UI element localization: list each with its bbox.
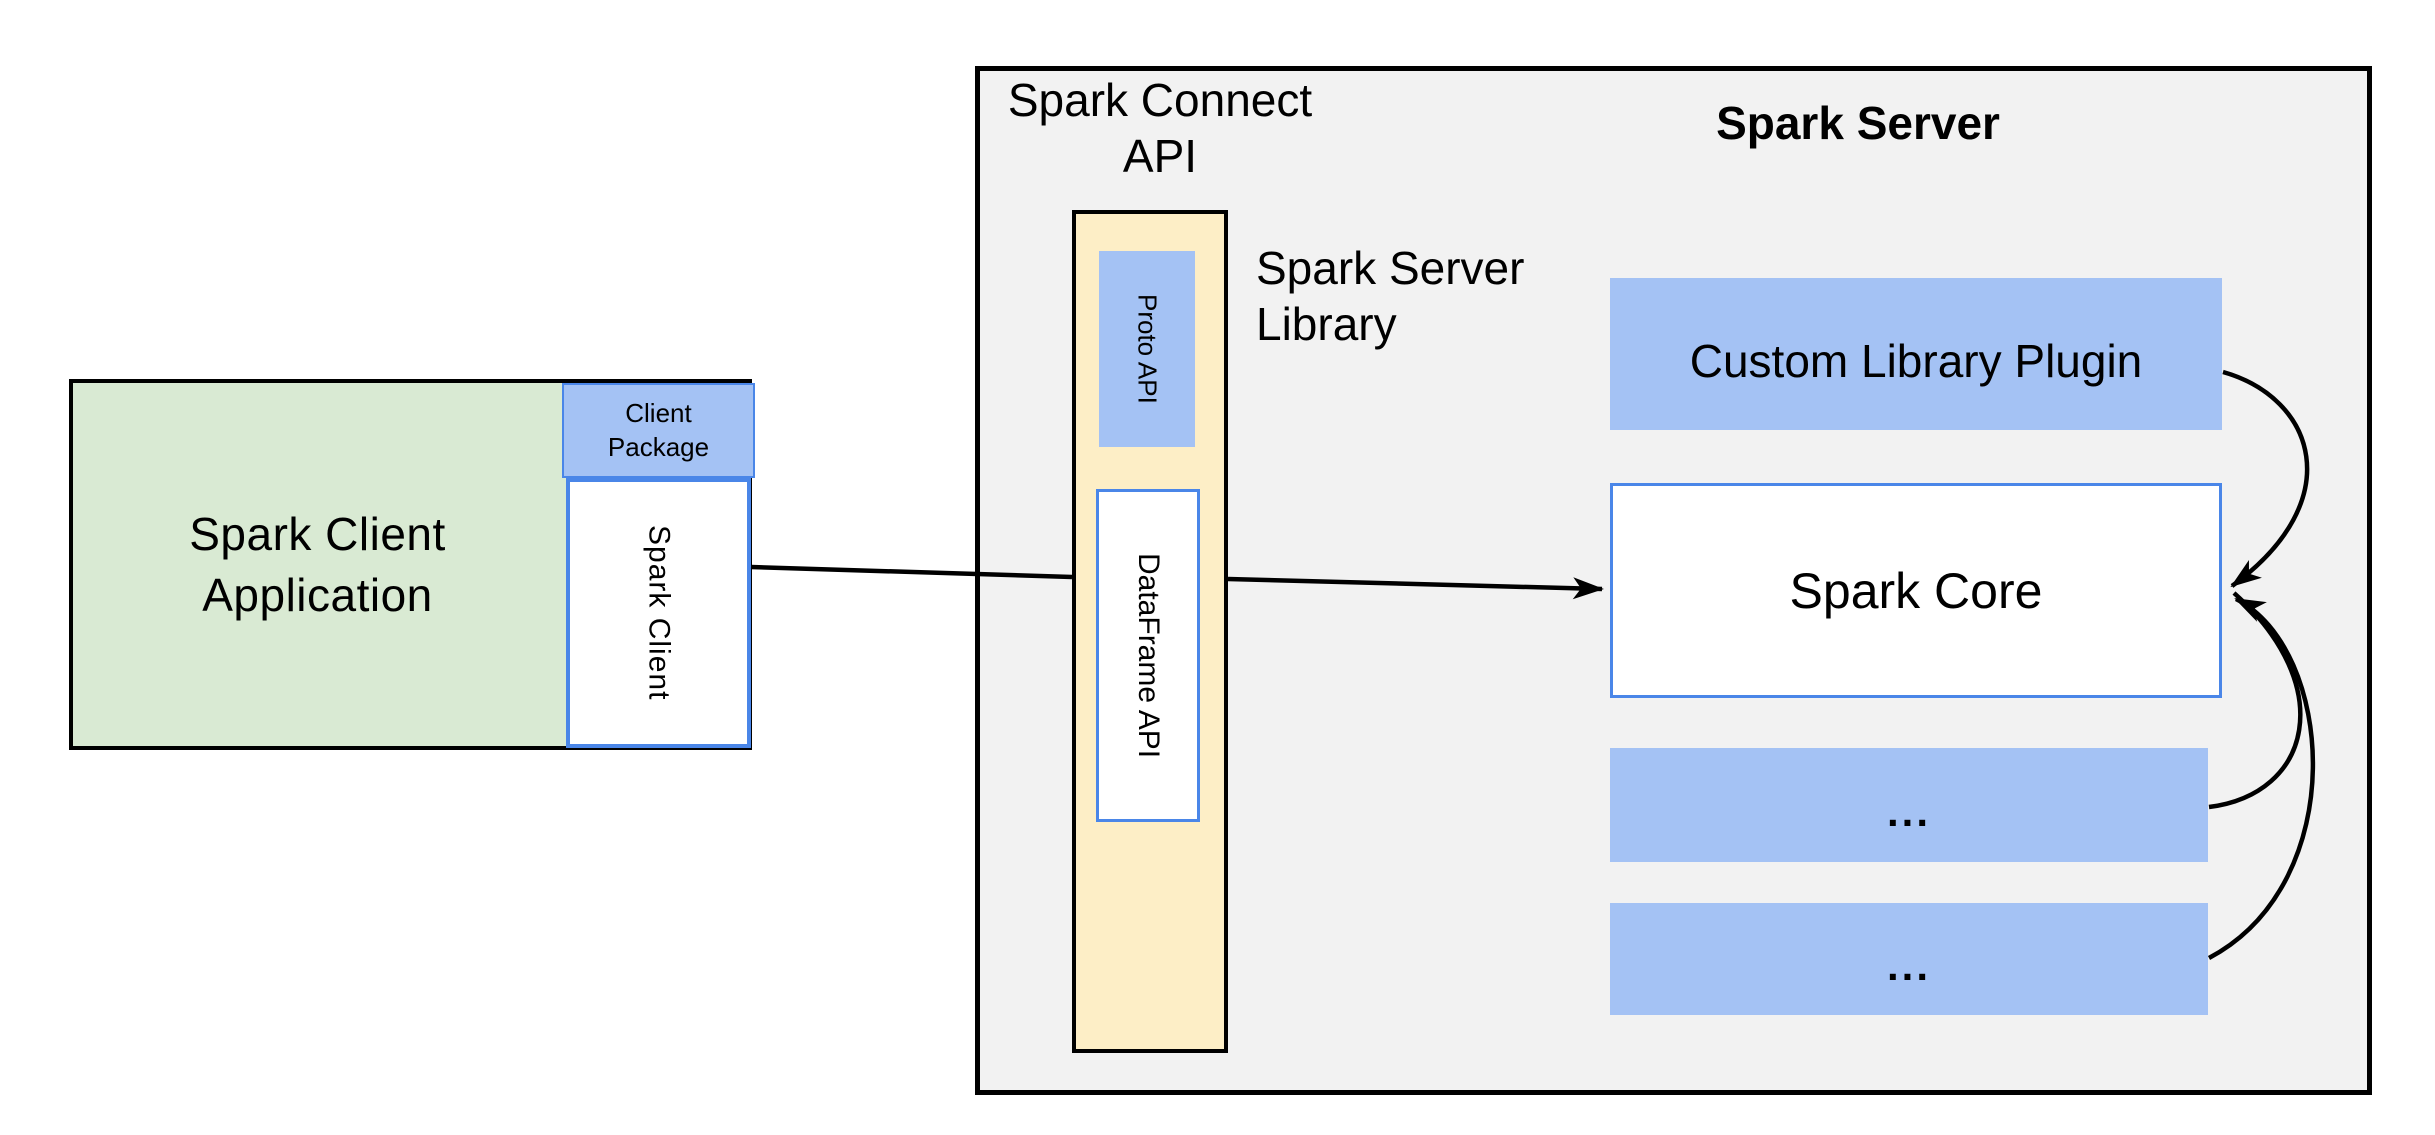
client-package-box: Client Package	[562, 383, 755, 478]
plugin-slot-2-box: ...	[1610, 903, 2208, 1015]
spark-client-box: Spark Client	[566, 478, 751, 748]
spark-core-box: Spark Core	[1610, 483, 2222, 698]
proto-api-label: Proto API	[1132, 294, 1163, 404]
spark-server-title: Spark Server	[1716, 97, 2000, 149]
plugin-slot-1-box: ...	[1610, 748, 2208, 862]
dataframe-api-label: DataFrame API	[1132, 552, 1165, 759]
spark-client-label: Spark Client	[642, 525, 676, 701]
dataframe-api-box: DataFrame API	[1096, 489, 1200, 822]
spark-server-library-label: Spark Server Library	[1256, 242, 1525, 351]
custom-library-plugin-box: Custom Library Plugin	[1610, 278, 2222, 430]
spark-client-application-label: Spark Client Application	[189, 507, 446, 621]
proto-api-box: Proto API	[1099, 251, 1195, 447]
spark-connect-api-label: Spark Connect API	[1007, 74, 1313, 183]
